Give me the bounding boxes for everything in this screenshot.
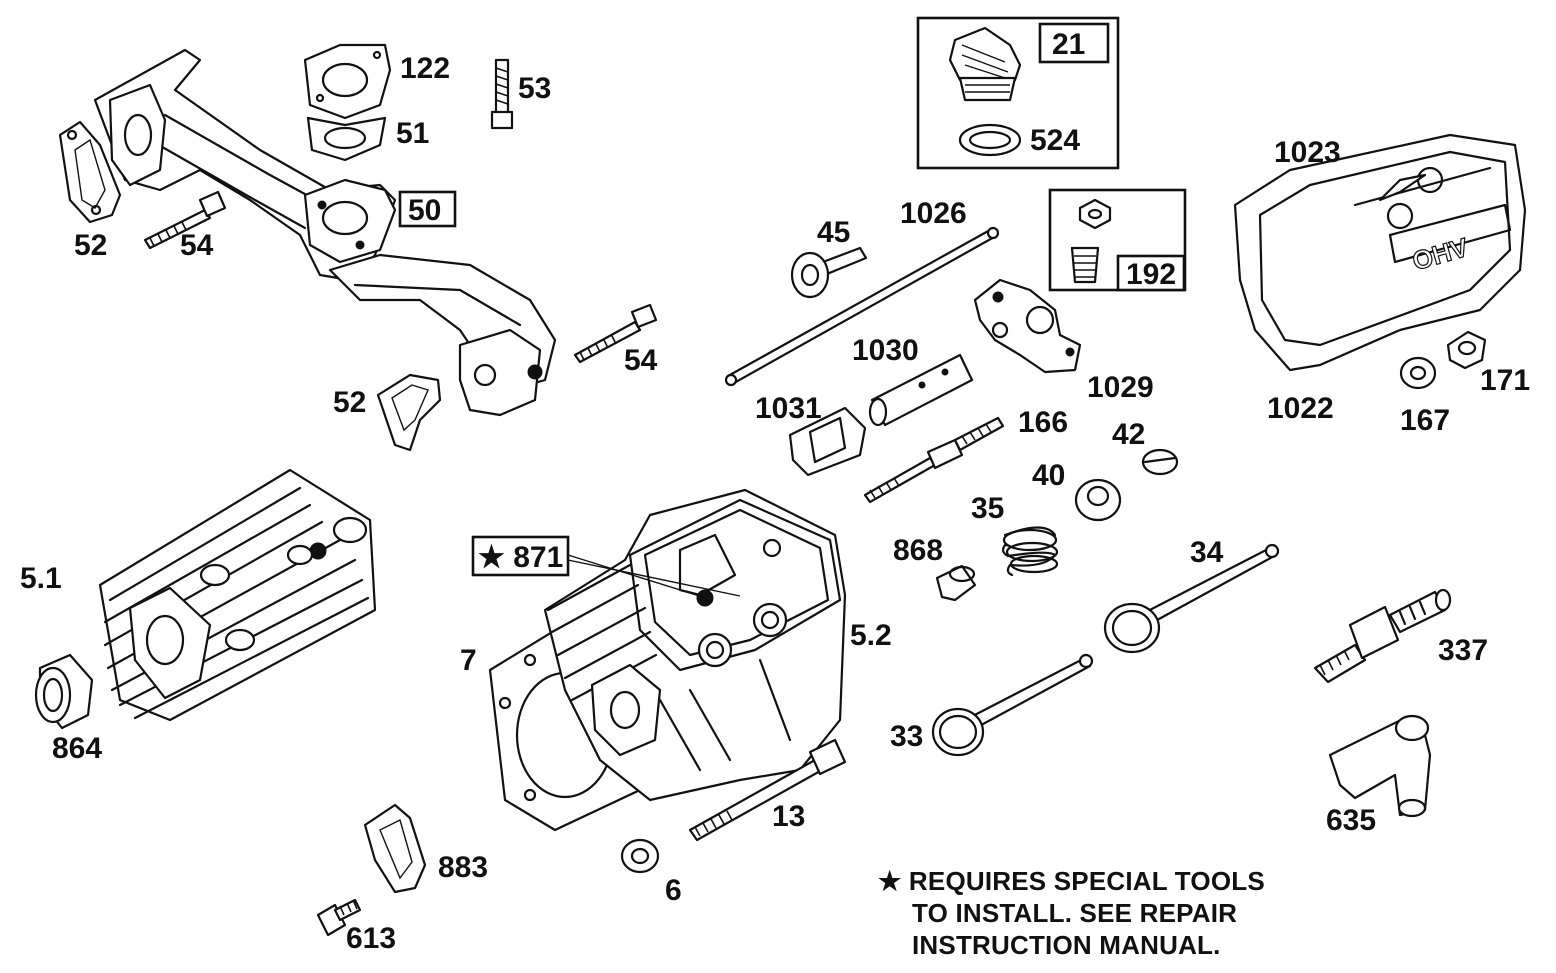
label-box-192 [1116,254,1186,292]
leader-871-b [567,559,741,597]
push-rod [724,226,1000,387]
oil-fill-cap [948,26,1022,102]
callout-35: 35 [971,492,1004,525]
callout-883: 883 [438,851,488,884]
callout-52-lower: 52 [333,386,366,419]
callout-21: 21 [1052,28,1085,61]
callout-122: 122 [400,52,450,85]
leader-871-a [567,554,707,599]
rocker-arm-1029 [973,278,1082,374]
washer-6 [620,838,660,874]
stud-166 [863,416,1005,504]
gasket-883 [363,803,427,894]
callout-5-2: 5.2 [850,619,892,652]
gasket-52-upper [58,120,122,224]
callout-635: 635 [1326,804,1376,837]
callout-34: 34 [1190,536,1224,569]
head-bolt-13 [688,738,847,842]
callout-1031: 1031 [755,392,822,425]
special-tools-note-line-2: TO INSTALL. SEE REPAIR [912,898,1238,928]
cylinder-head-shroud [98,468,377,722]
spring-cap-40 [1074,478,1122,522]
rocker-nut [1078,198,1112,230]
callout-53: 53 [518,72,551,105]
seal-524 [958,123,1022,157]
label-box-871 [471,535,570,577]
guide-864 [34,653,94,730]
callout-42: 42 [1112,418,1145,451]
rocker-stud-45 [790,246,868,299]
callout-167: 167 [1400,404,1450,437]
spark-plug [1313,588,1452,684]
callout-871: ★ 871 [478,541,563,574]
callout-40: 40 [1032,459,1065,492]
valve-spring-35 [1001,526,1059,577]
intake-manifold [93,48,557,417]
rocker-shaft-1030 [868,353,974,427]
label-box-50 [398,190,457,228]
rocker-screw [1070,246,1100,284]
callout-1022: 1022 [1267,392,1334,425]
valve-seal-868 [935,564,977,602]
callout-166: 166 [1018,406,1068,439]
nut-171 [1446,330,1487,370]
callout-50: 50 [408,194,441,227]
callout-524: 524 [1030,124,1080,157]
callout-33: 33 [890,720,923,753]
special-tools-note-line-3: INSTRUCTION MANUAL. [912,930,1221,960]
callout-337: 337 [1438,634,1488,667]
callout-1026: 1026 [900,197,967,230]
valve-34 [1103,543,1280,654]
callout-7: 7 [460,644,477,677]
washer-167 [1399,356,1437,390]
screw-613 [316,898,362,937]
callout-54-left: 54 [180,229,214,262]
callout-1030: 1030 [852,334,919,367]
bolt-54-left [143,190,227,250]
callout-613: 613 [346,922,396,955]
callout-51: 51 [396,117,429,150]
callout-6: 6 [665,874,682,907]
callout-1023: 1023 [1274,136,1341,169]
bolt-53 [490,58,514,130]
guide-plate-1031 [788,406,867,477]
plug-boot-635 [1328,714,1432,818]
gasket-51 [306,116,387,162]
callout-192: 192 [1126,258,1176,291]
callout-54-right: 54 [624,344,658,377]
callout-52-upper: 52 [74,229,107,262]
retainer-42 [1141,448,1179,476]
valve-cover: OHV [1233,133,1527,372]
callout-864: 864 [52,732,102,765]
callout-868: 868 [893,534,943,567]
label-box-21 [1038,22,1110,64]
callout-1029: 1029 [1087,371,1154,404]
gasket-52-lower [376,373,442,452]
cylinder-head [543,488,847,802]
bolt-54-right [573,303,658,364]
callout-13: 13 [772,800,805,833]
callout-45: 45 [817,216,850,249]
spacer-122 [303,43,392,120]
special-tools-note-line-1: ★ REQUIRES SPECIAL TOOLS [878,866,1265,896]
callout-5-1: 5.1 [20,562,62,595]
callout-171: 171 [1480,364,1530,397]
valve-33 [931,653,1094,757]
